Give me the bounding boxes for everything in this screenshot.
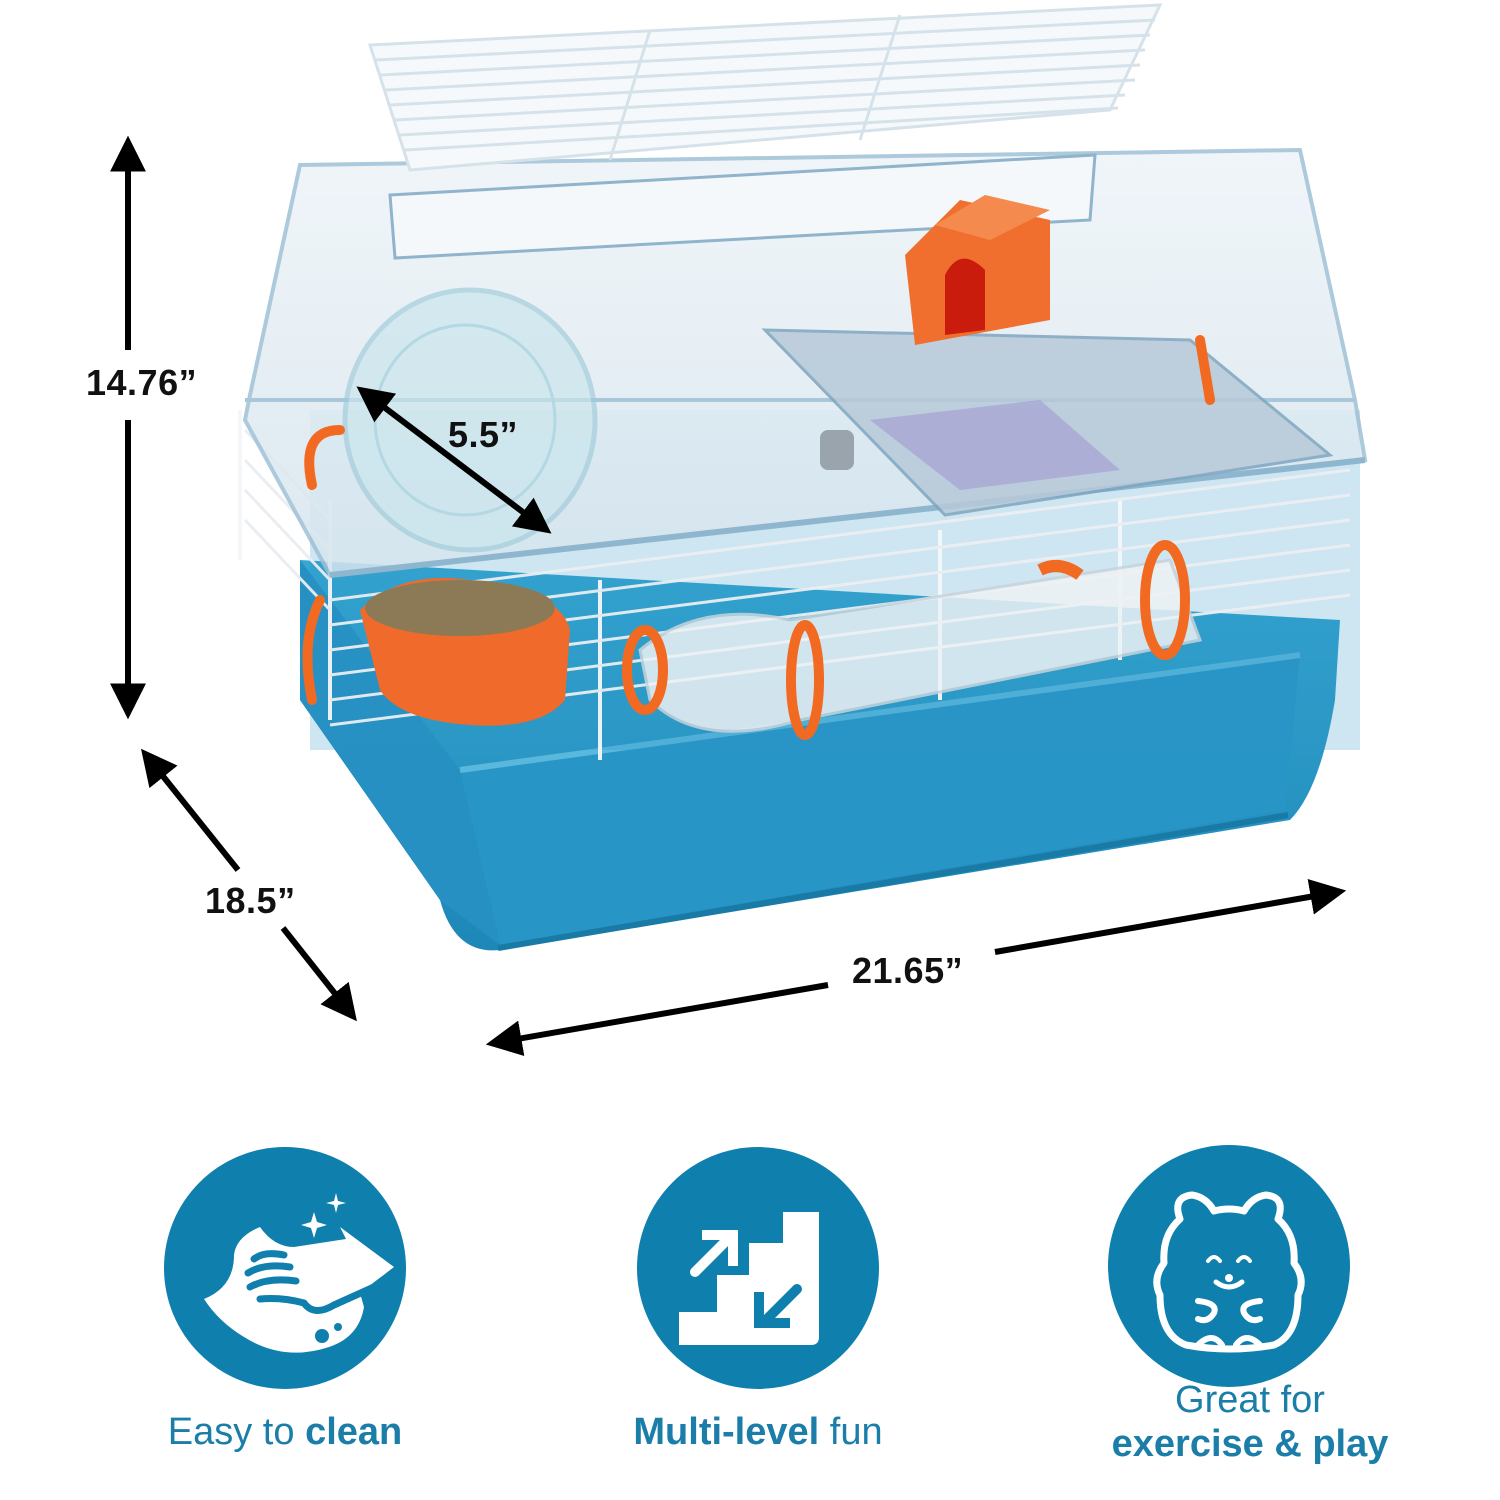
wheel-dimension-label: 5.5” <box>448 414 519 455</box>
dimension-arrows <box>110 135 1347 1057</box>
upper-platform <box>761 328 1334 517</box>
feature-exercise-line2: exercise & play <box>1070 1422 1430 1466</box>
depth-dimension-label: 18.5” <box>205 880 296 921</box>
orange-clips <box>302 335 1215 705</box>
feature-clean-caption: Easy to clean <box>140 1410 430 1454</box>
water-bottle <box>820 430 854 470</box>
stairs-multi-level-icon <box>679 1212 819 1345</box>
play-tube <box>622 540 1203 740</box>
feature-multilevel-caption: Multi-level fun <box>608 1410 908 1454</box>
wire-lid <box>367 3 1163 172</box>
height-dimension-label: 14.76” <box>86 362 198 403</box>
feature-exercise-caption: Great for exercise & play <box>1070 1378 1430 1466</box>
feature-exercise-line1: Great for <box>1175 1379 1325 1421</box>
food-bowl <box>360 578 570 726</box>
feature-multilevel-text-regular: fun <box>819 1411 883 1453</box>
feature-clean-text-bold: clean <box>305 1411 403 1453</box>
feature-multilevel-text-bold: Multi-level <box>633 1411 820 1453</box>
orange-house <box>905 195 1050 345</box>
feature-clean-circle <box>164 1147 406 1389</box>
width-dimension-label: 21.65” <box>852 950 964 991</box>
feature-multilevel-circle <box>637 1147 879 1389</box>
hamster-icon <box>1153 1191 1305 1353</box>
feature-clean-text-regular: Easy to <box>167 1411 306 1453</box>
feature-exercise-circle <box>1108 1145 1350 1387</box>
feature-exercise-line2-bold: exercise & play <box>1111 1423 1389 1465</box>
cleaning-hand-icon <box>204 1193 394 1353</box>
